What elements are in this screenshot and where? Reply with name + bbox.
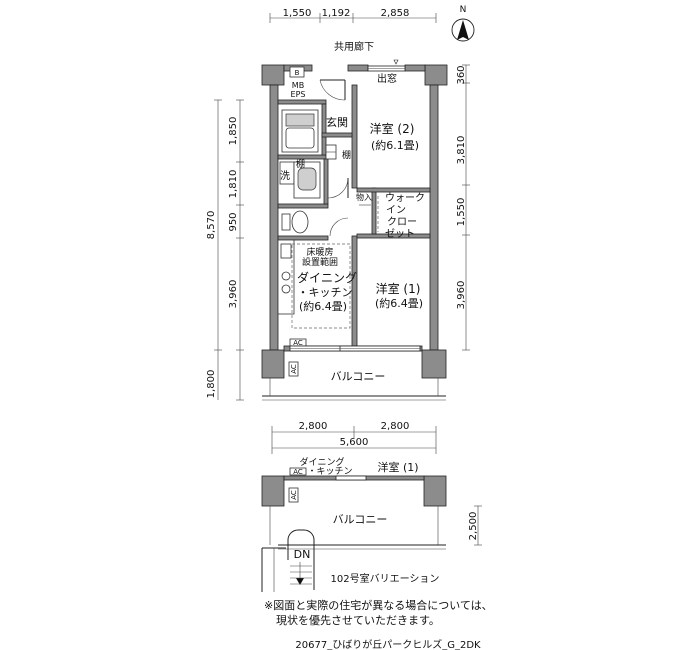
compass-label: N bbox=[460, 5, 467, 15]
balcony: バルコニー bbox=[262, 370, 446, 401]
left-dim-5: 1,800 bbox=[206, 370, 217, 399]
walkin-line1: ウォーク bbox=[385, 192, 425, 204]
dining-line1: ダイニング bbox=[297, 270, 357, 285]
floor-heating-area: 床暖房 設置範囲 bbox=[291, 243, 351, 329]
left-dim-4: 3,960 bbox=[228, 280, 239, 309]
right-dimension-lines: 360 3,810 1,550 3,960 bbox=[456, 64, 470, 351]
kitchen-counter bbox=[277, 239, 295, 315]
bottom-dim-1: 2,800 bbox=[299, 421, 328, 432]
ac2-label: AC bbox=[293, 468, 303, 476]
window-top-label: 出窓 bbox=[377, 72, 397, 85]
ac1-label: AC bbox=[293, 339, 303, 347]
left-dim-3: 950 bbox=[228, 212, 239, 231]
bay-window: 出窓 bbox=[367, 59, 406, 85]
walkin-line3: クロー bbox=[387, 216, 417, 228]
var-dimension: 2,500 bbox=[468, 512, 479, 541]
var-bedroom: 洋室 (1) bbox=[377, 460, 418, 474]
var-balcony: バルコニー bbox=[333, 513, 388, 526]
bedroom1-size: (約6.4畳) bbox=[375, 296, 423, 310]
ac-v2-label: AC bbox=[290, 490, 298, 500]
heating-label-2: 設置範囲 bbox=[302, 256, 338, 268]
mb-eps: B MB EPS bbox=[289, 66, 306, 99]
bedroom1-name: 洋室 (1) bbox=[376, 281, 421, 296]
note-line-2: 現状を優先させていただきます。 bbox=[276, 613, 440, 627]
right-dim-4: 3,960 bbox=[456, 281, 467, 310]
entrance-door: 玄関 bbox=[319, 79, 348, 129]
right-dim-2: 3,810 bbox=[456, 136, 467, 165]
ac-v1-label: AC bbox=[290, 364, 298, 374]
dn-label: DN bbox=[294, 548, 311, 561]
left-dimension-lines: 1,850 1,810 950 3,960 8,570 1,800 bbox=[206, 99, 244, 401]
bedroom2-name: 洋室 (2) bbox=[370, 121, 415, 136]
left-total: 8,570 bbox=[206, 211, 217, 240]
right-dim-1: 360 bbox=[456, 65, 467, 84]
dining-size: (約6.4畳) bbox=[299, 299, 347, 313]
bottom-total: 5,600 bbox=[340, 437, 369, 448]
corridor-label: 共用廊下 bbox=[334, 40, 374, 53]
heating-label-1: 床暖房 bbox=[306, 246, 333, 258]
shelf2-label: 棚 bbox=[296, 158, 305, 170]
left-dim-2: 1,810 bbox=[228, 170, 239, 199]
walkin-line4: ゼット bbox=[385, 228, 415, 240]
variation-caption: 102号室バリエーション bbox=[331, 572, 440, 585]
b-box-label: B bbox=[295, 69, 300, 77]
top-dim-2: 1,192 bbox=[322, 8, 351, 19]
var-dining-1: ダイニング bbox=[299, 456, 344, 468]
north-arrow-icon bbox=[457, 20, 469, 40]
bathtub bbox=[281, 109, 319, 153]
wash-label: 洗 bbox=[280, 170, 290, 182]
left-dim-1: 1,850 bbox=[228, 117, 239, 146]
storage: 物入 bbox=[356, 192, 379, 232]
walkin-line2: イン bbox=[386, 205, 406, 216]
top-dimension-line: 1,550 1,192 2,858 bbox=[269, 8, 437, 23]
top-dim-1: 1,550 bbox=[283, 8, 312, 19]
down-arrow-icon bbox=[296, 578, 304, 585]
shelf-1: 棚 bbox=[325, 144, 351, 161]
var-dining-2: ・キッチン bbox=[307, 466, 352, 477]
note-line-1: ※図面と実際の住宅が異なる場合については、 bbox=[264, 598, 493, 612]
balcony-label: バルコニー bbox=[331, 370, 386, 383]
top-dim-3: 2,858 bbox=[381, 8, 410, 19]
variation-plan: ダイニング ・キッチン 洋室 (1) AC AC バルコニー DN 2,500 … bbox=[261, 456, 482, 592]
bottom-dim-2: 2,800 bbox=[381, 421, 410, 432]
mb-label: MB bbox=[292, 81, 304, 90]
ac-marks: AC AC bbox=[288, 338, 307, 377]
balcony-windows bbox=[289, 345, 421, 352]
toilet bbox=[281, 210, 349, 237]
eps-label: EPS bbox=[291, 90, 306, 99]
shelf1-label: 棚 bbox=[342, 149, 351, 161]
bedroom2-size: (約6.1畳) bbox=[371, 138, 419, 152]
footer-code: 20677_ひばりが丘パークヒルズ_G_2DK bbox=[295, 638, 481, 650]
entrance-label: 玄関 bbox=[326, 115, 348, 129]
bottom-dimension-lines: 2,800 2,800 5,600 bbox=[271, 421, 437, 454]
storage-label: 物入 bbox=[356, 192, 372, 202]
wash-room: 洗 棚 bbox=[279, 158, 349, 199]
right-dim-3: 1,550 bbox=[456, 198, 467, 227]
compass: N bbox=[451, 5, 475, 42]
dining-line2: ・キッチン bbox=[298, 286, 353, 299]
